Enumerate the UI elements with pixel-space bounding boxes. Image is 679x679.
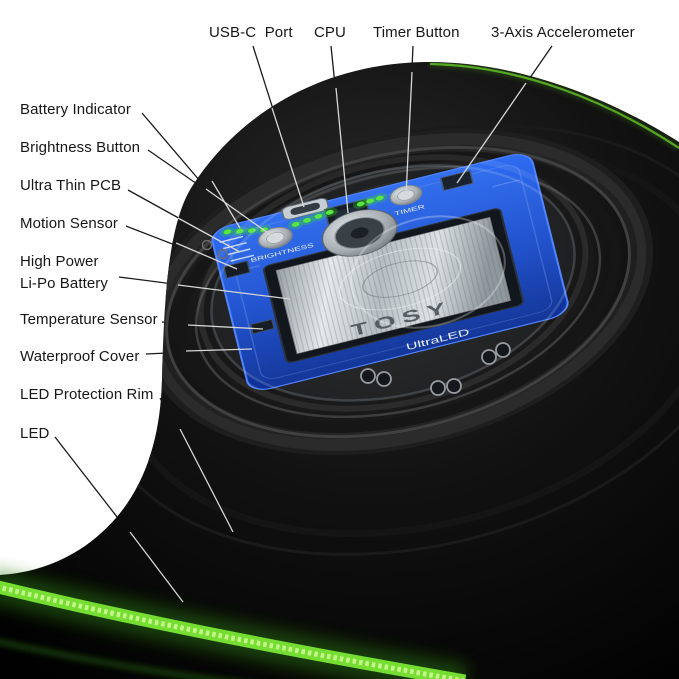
battery-swirl-inner (362, 260, 438, 298)
led-strip-reflection (0, 639, 231, 679)
led-strip (0, 569, 468, 679)
led-strip-diodes (0, 584, 466, 679)
label-ultra-thin-pcb: Ultra Thin PCB (20, 177, 122, 194)
timer-leds (352, 193, 388, 209)
temperature-sensor-chip (249, 318, 276, 335)
li-po-battery: TOSY (262, 208, 524, 363)
label-waterproof-cover: Waterproof Cover (20, 348, 140, 365)
motion-sensor-chip (222, 260, 251, 279)
usb-c-port-slot (290, 202, 320, 215)
waterproof-cover (197, 154, 589, 412)
pcb-assembly: BRIGHTNESS TIMER TOSY UltraLED (211, 154, 569, 390)
label-motion-sensor: Motion Sensor (20, 215, 119, 232)
standoff-screws (360, 342, 511, 396)
rim-edge-line (429, 62, 679, 149)
battery-swirl (338, 247, 462, 311)
leader-lines-inner (129, 71, 527, 603)
center-metal-cap (321, 209, 398, 257)
accelerometer-chip (439, 170, 474, 192)
pcb-trace (492, 179, 520, 188)
label-accelerometer: 3-Axis Accelerometer (491, 24, 635, 41)
label-battery-indicator: Battery Indicator (20, 101, 131, 118)
label-cpu: CPU (314, 24, 346, 41)
label-usb-c-port: USB-C Port (209, 24, 293, 41)
label-led: LED (20, 425, 50, 442)
screw-holes (201, 239, 229, 260)
label-li-po-battery-l2: Li-Po Battery (20, 275, 109, 292)
label-brightness-button: Brightness Button (20, 139, 141, 156)
label-led-protection-rim: LED Protection Rim (20, 386, 154, 403)
label-timer-button: Timer Button (373, 24, 460, 41)
brightness-leds (287, 207, 338, 230)
label-temperature-sensor: Temperature Sensor (20, 311, 158, 328)
label-li-po-battery-l1: High Power (20, 253, 99, 270)
battery-striations (276, 217, 511, 354)
cover-reflection (350, 215, 506, 329)
